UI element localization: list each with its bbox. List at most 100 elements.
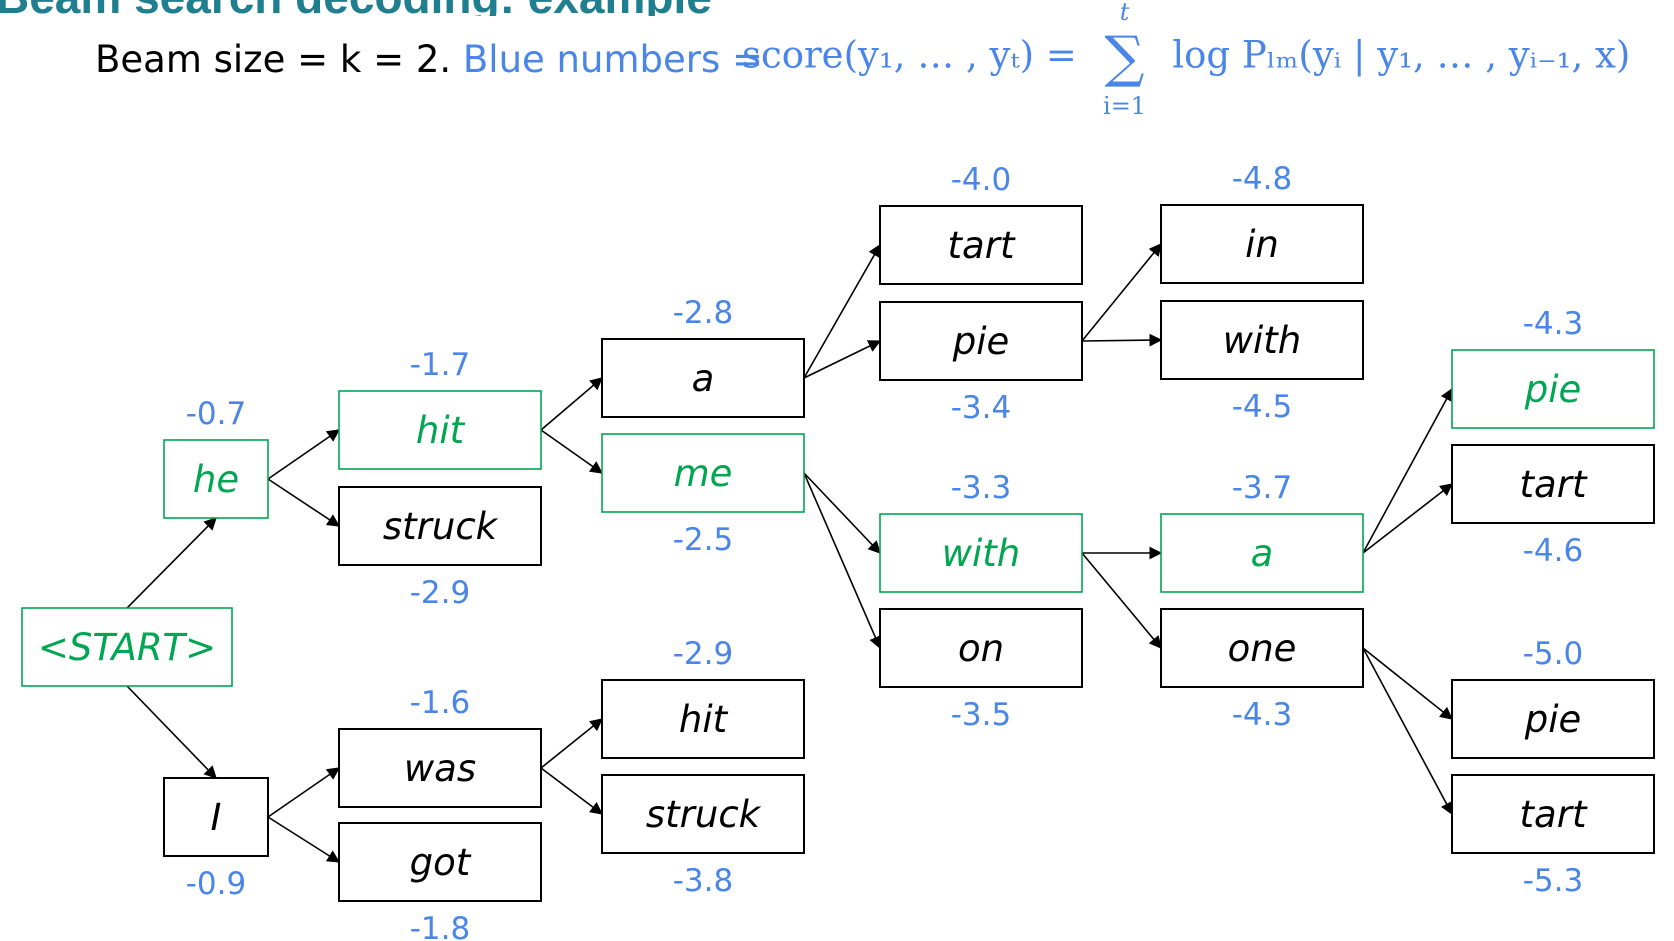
edge-a2-to-tart2: [1362, 483, 1454, 554]
sum-lower-limit: i=1: [1103, 92, 1147, 120]
node-score: -2.9: [410, 575, 471, 611]
edge-a1-to-pie1: [803, 340, 882, 379]
node-box: [338, 390, 542, 470]
node-a2: a-3.7: [1160, 470, 1364, 593]
node-word: pie: [1524, 368, 1582, 411]
node-box: [1451, 774, 1655, 854]
node-score: -0.7: [186, 396, 247, 432]
node-score: -3.4: [951, 390, 1012, 426]
node-in: in -4.8: [1160, 161, 1364, 284]
node-score: -2.8: [673, 295, 734, 331]
edge-was-to-hit2: [540, 718, 603, 769]
node-box: [601, 433, 805, 513]
node-box: [338, 728, 542, 808]
edge-start-to-I: [126, 685, 217, 779]
node-word: pie: [1524, 698, 1582, 741]
node-box: [879, 608, 1083, 688]
score-formula: score(y₁, … , yₜ) = t ∑ i=1 log Pₗₘ(yᵢ |…: [742, 0, 1631, 120]
nodes-layer: <START>he-0.7I-0.9hit-1.7struck-2.9was-1…: [21, 161, 1655, 941]
node-pie1: pie -3.4: [879, 301, 1083, 426]
edge-pie1-to-in: [1081, 243, 1162, 342]
node-box: [1160, 513, 1364, 593]
node-score: -3.3: [951, 470, 1012, 506]
edge-he-to-hit1: [267, 429, 341, 480]
caption-prefix: Beam size = k = 2.: [95, 38, 463, 81]
node-score: -4.3: [1523, 306, 1584, 342]
edge-a1-to-tart1: [803, 243, 881, 379]
node-score: -4.3: [1232, 697, 1293, 733]
node-word: hit: [679, 698, 729, 741]
node-I: I-0.9: [163, 777, 269, 902]
node-with1: with -3.3: [879, 470, 1083, 593]
node-on: on -3.5: [879, 608, 1083, 733]
edge-one-to-tart3: [1362, 647, 1453, 816]
node-word: tart: [1520, 463, 1588, 506]
node-word: <START>: [38, 626, 216, 669]
node-score: -0.9: [186, 866, 247, 902]
node-score: -4.5: [1232, 389, 1293, 425]
slide-title: Beam search decoding: example: [0, 0, 712, 16]
edge-me-to-on: [803, 472, 882, 650]
node-box: [1451, 349, 1655, 429]
node-box: [1451, 679, 1655, 759]
node-score: -3.7: [1232, 470, 1293, 506]
node-pie3: pie -5.0: [1451, 636, 1655, 759]
edge-with1-to-one: [1081, 552, 1162, 649]
node-tart1: tart-4.0: [879, 162, 1083, 285]
node-word: pie: [952, 320, 1010, 363]
node-box: [338, 822, 542, 902]
node-score: -3.8: [673, 863, 734, 899]
node-tart2: tart -4.6: [1451, 444, 1655, 569]
summation: t ∑ i=1: [1093, 0, 1157, 120]
node-box: [163, 777, 269, 857]
node-score: -5.0: [1523, 636, 1584, 672]
node-box: [1451, 444, 1655, 524]
formula-rhs: log Pₗₘ(yᵢ | y₁, … , yᵢ₋₁, x): [1172, 33, 1631, 77]
node-box: [601, 679, 805, 759]
node-score: -1.8: [410, 911, 471, 941]
node-word: in: [1245, 223, 1279, 266]
node-word: was: [404, 747, 476, 790]
title-strip: Beam search decoding: example: [0, 0, 1674, 16]
node-word: one: [1228, 627, 1297, 670]
node-got: got -1.8: [338, 822, 542, 941]
sum-symbol: ∑: [1104, 25, 1145, 90]
node-word: got: [410, 841, 472, 884]
edges-layer: [126, 243, 1454, 863]
node-word: struck: [646, 793, 762, 836]
node-word: with: [942, 532, 1021, 575]
edge-a2-to-pie2: [1362, 387, 1453, 554]
formula-lhs: score(y₁, … , yₜ) =: [742, 33, 1077, 77]
node-score: -1.6: [410, 685, 471, 721]
node-with2: with -4.5: [1160, 300, 1364, 425]
edge-hit1-to-a1: [540, 377, 603, 431]
node-box: [1160, 300, 1364, 380]
edge-start-to-he: [126, 517, 217, 609]
edge-I-to-was: [267, 767, 341, 818]
node-score: -2.9: [673, 636, 734, 672]
node-score: -4.8: [1232, 161, 1293, 197]
node-score: -5.3: [1523, 863, 1584, 899]
node-box: [879, 513, 1083, 593]
caption: Beam size = k = 2. Blue numbers =: [95, 38, 763, 81]
edge-pie1-to-with2: [1081, 333, 1163, 347]
node-pie2: pie -4.3: [1451, 306, 1655, 429]
node-word: tart: [948, 224, 1016, 267]
edge-hit1-to-me: [540, 429, 604, 474]
node-me: me-2.5: [601, 433, 805, 558]
node-score: -4.6: [1523, 533, 1584, 569]
sum-upper-limit: t: [1119, 0, 1130, 26]
caption-blue-label: Blue numbers =: [462, 38, 763, 81]
node-word: tart: [1520, 793, 1588, 836]
node-word: on: [958, 627, 1004, 670]
node-word: hit: [416, 409, 466, 452]
node-box: [601, 774, 805, 854]
node-tart3: tart -5.3: [1451, 774, 1655, 899]
edge-me-to-with1: [803, 472, 881, 554]
node-box: [163, 439, 269, 519]
node-start: <START>: [21, 607, 233, 687]
node-score: -3.5: [951, 697, 1012, 733]
node-hit1: hit-1.7: [338, 347, 542, 470]
node-word: with: [1223, 319, 1302, 362]
